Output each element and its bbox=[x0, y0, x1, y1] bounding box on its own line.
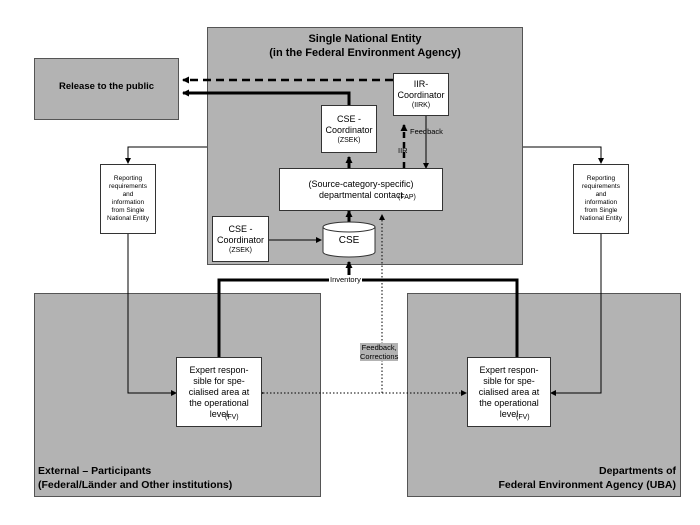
edge-reporting-left-to-expert bbox=[127, 234, 177, 396]
iir-edge-label: IIR bbox=[398, 146, 408, 155]
edge-inventory-right bbox=[349, 278, 519, 357]
reporting-requirements-left-box: Reporting requirements and information f… bbox=[100, 164, 156, 234]
cse-coordinator-top-box: CSE - Coordinator (ZSEK) bbox=[321, 105, 377, 153]
departmental-contact-box: (Source-category-specific) departmental … bbox=[279, 168, 443, 211]
expert-left-box: Expert respon- sible for spe- cialised a… bbox=[176, 357, 262, 427]
edge-sne-to-reporting-right bbox=[523, 146, 604, 164]
expert-left-name: Expert respon- sible for spe- cialised a… bbox=[188, 364, 250, 419]
expert-right-name: Expert respon- sible for spe- cialised a… bbox=[478, 364, 540, 419]
edge-cse-coordinator-to-release bbox=[182, 89, 351, 105]
departmental-contact-abbr: (FAP) bbox=[398, 194, 416, 201]
departmental-contact-name: (Source-category-specific) departmental … bbox=[308, 178, 414, 200]
expert-right-box: Expert respon- sible for spe- cialised a… bbox=[467, 357, 551, 427]
sne-title: Single National Entity (in the Federal E… bbox=[269, 33, 461, 59]
expert-left-abbr: (FV) bbox=[225, 414, 239, 421]
feedback-label: Feedback bbox=[410, 127, 443, 136]
cse-coordinator-left-name: CSE - Coordinator bbox=[216, 223, 265, 245]
iir-coordinator-box: IIR- Coordinator (IIRK) bbox=[393, 73, 449, 116]
cse-coordinator-left-abbr: (ZSEK) bbox=[229, 246, 252, 254]
cse-coordinator-left-box: CSE - Coordinator (ZSEK) bbox=[212, 216, 269, 262]
feedback-corrections-label: Feedback, Corrections bbox=[360, 343, 399, 361]
edge-sne-to-reporting-left bbox=[125, 146, 207, 164]
edge-inventory-left bbox=[217, 278, 349, 357]
iir-coordinator-name: IIR- Coordinator bbox=[397, 79, 445, 100]
inventory-label: Inventory bbox=[329, 275, 362, 284]
edge-reporting-right-to-expert bbox=[550, 234, 602, 396]
expert-right-abbr: (FV) bbox=[516, 414, 530, 421]
cse-database-label: CSE bbox=[338, 235, 360, 246]
cse-database-icon bbox=[322, 221, 376, 258]
iir-coordinator-abbr: (IIRK) bbox=[411, 102, 431, 109]
cse-coordinator-top-name: CSE - Coordinator bbox=[325, 113, 373, 135]
release-to-public-region bbox=[34, 58, 179, 120]
release-to-public-label: Release to the public bbox=[58, 81, 155, 92]
cse-coordinator-top-abbr: (ZSEK) bbox=[337, 136, 361, 144]
external-participants-title: External – Participants (Federal/Länder … bbox=[38, 465, 233, 491]
uba-departments-title: Departments of Federal Environment Agenc… bbox=[498, 465, 676, 491]
reporting-requirements-right-box: Reporting requirements and information f… bbox=[573, 164, 629, 234]
